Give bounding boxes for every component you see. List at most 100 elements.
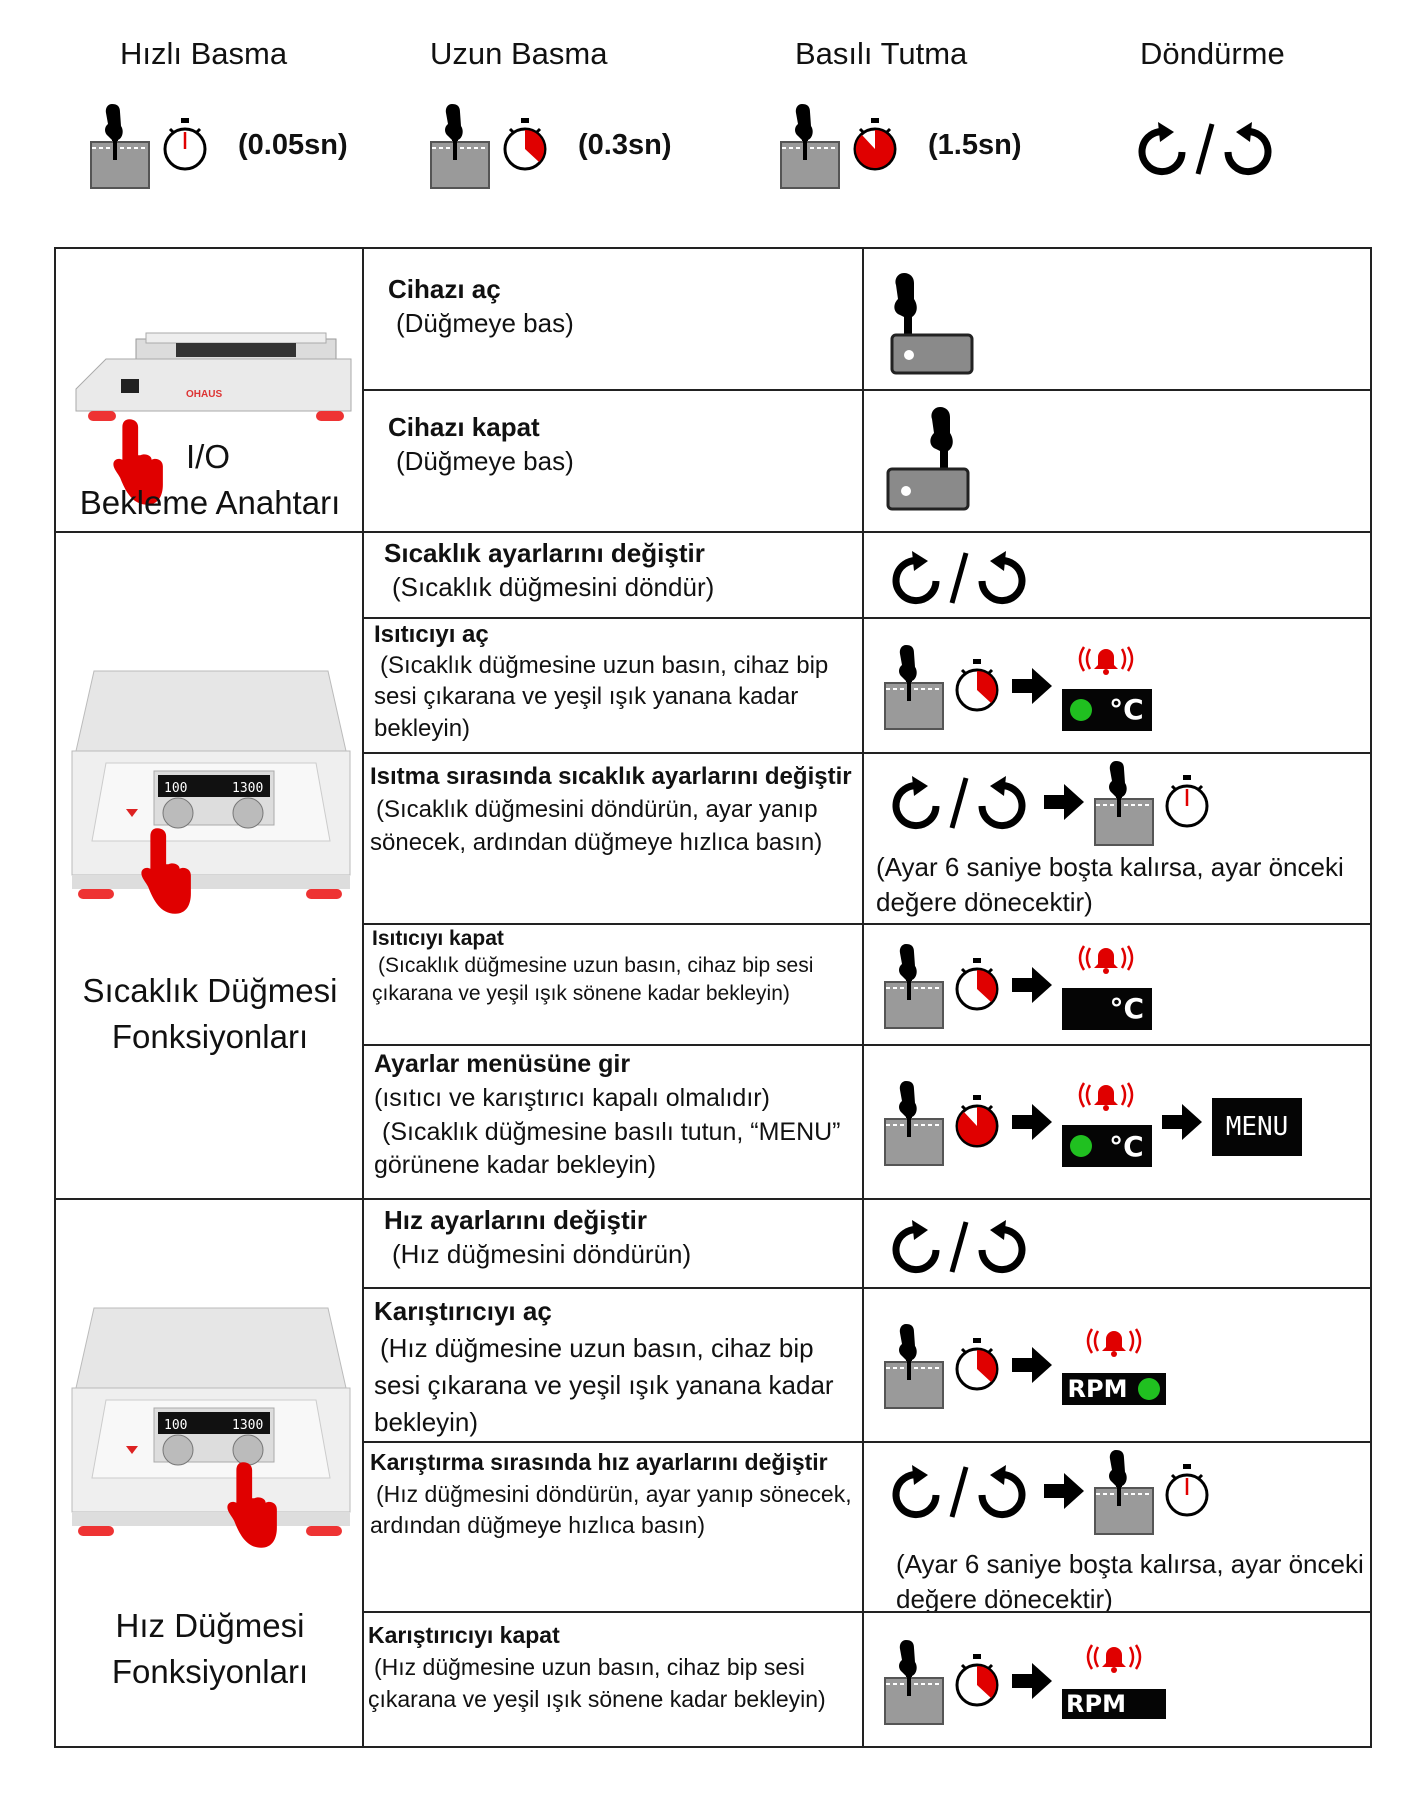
row-heating-temp-change-icons: (Ayar 6 saniye boşta kalırsa, ayar öncek…: [864, 754, 1372, 923]
stopwatch-icon: [952, 1094, 1002, 1150]
display-right-readout: 1300: [232, 1418, 263, 1433]
green-light: [1070, 1135, 1093, 1157]
power-label-io: I/O: [185, 438, 230, 475]
green-light: [1138, 1378, 1161, 1400]
alarm-bell-icon: [1076, 641, 1136, 677]
row-title: Hız ayarlarını değiştir: [384, 1205, 647, 1235]
row-desc: (Sıcaklık düğmesine uzun basın, cihaz bi…: [372, 954, 814, 1005]
row-desc: (Hız düğmesine uzun basın, cihaz bip ses…: [374, 1332, 834, 1437]
row-title: Karıştırıcıyı aç: [374, 1296, 552, 1326]
alarm-bell-icon: [1076, 1077, 1136, 1113]
legend-long-time: (0.3sn): [578, 128, 672, 161]
row-note: (Ayar 6 saniye boşta kalırsa, ayar öncek…: [896, 1549, 1364, 1611]
row-stirrer-off: Karıştırıcıyı kapat (Hız düğmesine uzun …: [364, 1613, 862, 1748]
stopwatch-icon: [952, 1337, 1002, 1393]
row-heater-off-icons: °C: [864, 925, 1372, 1044]
finger-press-icon: [884, 940, 944, 1030]
device-side-photo: OHAUS: [75, 332, 352, 421]
celsius-display: °C: [1062, 987, 1152, 1030]
alarm-bell-icon: [1076, 940, 1136, 976]
row-heater-on: Isıtıcıyı aç (Sıcaklık düğmesine uzun ba…: [364, 619, 862, 752]
section-temperature: 100 1300 Sıcaklık Düğmesi Fonksiyonları: [56, 533, 362, 1198]
heater-on-indicator: °C: [1062, 641, 1152, 731]
row-desc: (Sıcaklık düğmesine basılı tutun, “MENU”…: [374, 1117, 841, 1180]
alarm-bell-icon: [1084, 1323, 1144, 1359]
temp-label-line2: Fonksiyonları: [111, 1018, 309, 1055]
rotate-ccw-cw-icon: [884, 547, 1034, 607]
legend-long-icons: (0.3sn): [430, 100, 671, 190]
finger-press-icon: [430, 100, 490, 190]
row-title: Sıcaklık ayarlarını değiştir: [384, 538, 705, 568]
finger-press-icon: [884, 641, 944, 731]
celsius-display: °C: [1062, 1125, 1152, 1167]
stopwatch-icon: [160, 117, 210, 173]
legend-hold-icons: (1.5sn): [780, 100, 1021, 190]
row-device-on: Cihazı aç (Düğmeye bas): [364, 249, 862, 389]
right-arrow-icon: [1042, 1471, 1086, 1511]
row-device-off: Cihazı kapat (Düğmeye bas): [364, 391, 862, 531]
right-arrow-icon: [1042, 782, 1086, 822]
row-desc: (Düğmeye bas): [396, 307, 574, 338]
rotate-ccw-cw-icon: [1130, 118, 1280, 178]
finger-press-icon: [884, 1636, 944, 1726]
menu-display: MENU: [1212, 1098, 1302, 1156]
speed-label-line1: Hız Düğmesi: [115, 1607, 305, 1644]
speed-label-line2: Fonksiyonları: [111, 1653, 309, 1690]
power-label-standby: Bekleme Anahtarı: [79, 484, 341, 521]
legend-hold-time: (1.5sn): [928, 128, 1022, 161]
legend-rotate-title: Döndürme: [1140, 36, 1285, 71]
legend-quick-title: Hızlı Basma: [120, 36, 288, 71]
pointing-hand-icon: [136, 826, 194, 916]
row-title: Isıtıcıyı aç: [374, 621, 489, 648]
display-left-readout: 100: [164, 781, 187, 796]
right-arrow-icon: [1160, 1102, 1204, 1142]
stopwatch-icon: [952, 1653, 1002, 1709]
green-light: [1070, 698, 1093, 721]
row-title: Isıtıcıyı kapat: [372, 927, 504, 950]
row-heater-on-icons: °C: [864, 619, 1372, 752]
row-desc: (Sıcaklık düğmesini döndürün, ayar yanıp…: [370, 796, 823, 857]
stopwatch-icon: [1162, 1463, 1212, 1519]
row-device-off-icons: [864, 391, 1372, 531]
row-desc: (Hız düğmesine uzun basın, cihaz bip ses…: [368, 1654, 826, 1713]
finger-press-icon: [1094, 1446, 1154, 1536]
row-title: Karıştırıcıyı kapat: [368, 1622, 560, 1648]
finger-press-icon: [884, 1077, 944, 1167]
legend: Hızlı Basma (0.05sn) Uzun Basma (0.3sn) …: [0, 30, 1414, 200]
right-arrow-icon: [1010, 965, 1054, 1005]
legend-quick-time: (0.05sn): [238, 128, 348, 161]
row-speed-change: Hız ayarlarını değiştir (Hız düğmesini d…: [364, 1200, 862, 1287]
row-title: Isıtma sırasında sıcaklık ayarlarını değ…: [370, 763, 852, 790]
row-title: Karıştırma sırasında hız ayarlarını deği…: [370, 1449, 828, 1475]
row-title: Cihazı kapat: [388, 412, 540, 442]
finger-press-icon: [90, 100, 150, 190]
device-front-photo: 100 1300: [71, 1307, 351, 1536]
legend-long-title: Uzun Basma: [430, 36, 608, 71]
right-arrow-icon: [1010, 1102, 1054, 1142]
row-desc-prereq: (ısıtıcı ve karıştırıcı kapalı olmalıdır…: [374, 1083, 770, 1112]
alarm-bell-icon: [1084, 1639, 1144, 1675]
rotate-ccw-cw-icon: [884, 1461, 1034, 1521]
right-arrow-icon: [1010, 1345, 1054, 1385]
right-arrow-icon: [1010, 1661, 1054, 1701]
row-temp-change-icons: [864, 533, 1372, 617]
row-stirrer-on: Karıştırıcıyı aç (Hız düğmesine uzun bas…: [364, 1289, 862, 1441]
finger-press-icon: [1094, 757, 1154, 847]
right-arrow-icon: [1010, 666, 1054, 706]
device-front-photo: 100 1300: [71, 670, 351, 899]
row-title: Ayarlar menüsüne gir: [374, 1050, 631, 1078]
row-stirrer-on-icons: RPM: [864, 1289, 1372, 1441]
pointing-hand-icon: [222, 1460, 280, 1550]
stopwatch-icon: [952, 957, 1002, 1013]
row-device-on-icons: [864, 249, 1372, 389]
row-heater-off: Isıtıcıyı kapat (Sıcaklık düğmesine uzun…: [364, 925, 862, 1044]
stirrer-on-indicator: RPM: [1062, 1323, 1166, 1407]
row-title: Cihazı aç: [388, 274, 501, 304]
function-table: OHAUS I/O Bekleme Anahtarı Cihazı aç (Dü…: [54, 247, 1372, 1748]
row-stirring-speed-change: Karıştırma sırasında hız ayarlarını deği…: [364, 1443, 862, 1611]
section-speed: 100 1300 Hız Düğmesi Fonksiyonları: [56, 1200, 362, 1748]
row-desc: (Düğmeye bas): [396, 445, 574, 476]
rotate-ccw-cw-icon: [884, 1216, 1034, 1276]
legend-hold-title: Basılı Tutma: [795, 36, 968, 71]
row-desc: (Sıcaklık düğmesine uzun basın, cihaz bi…: [374, 652, 829, 742]
